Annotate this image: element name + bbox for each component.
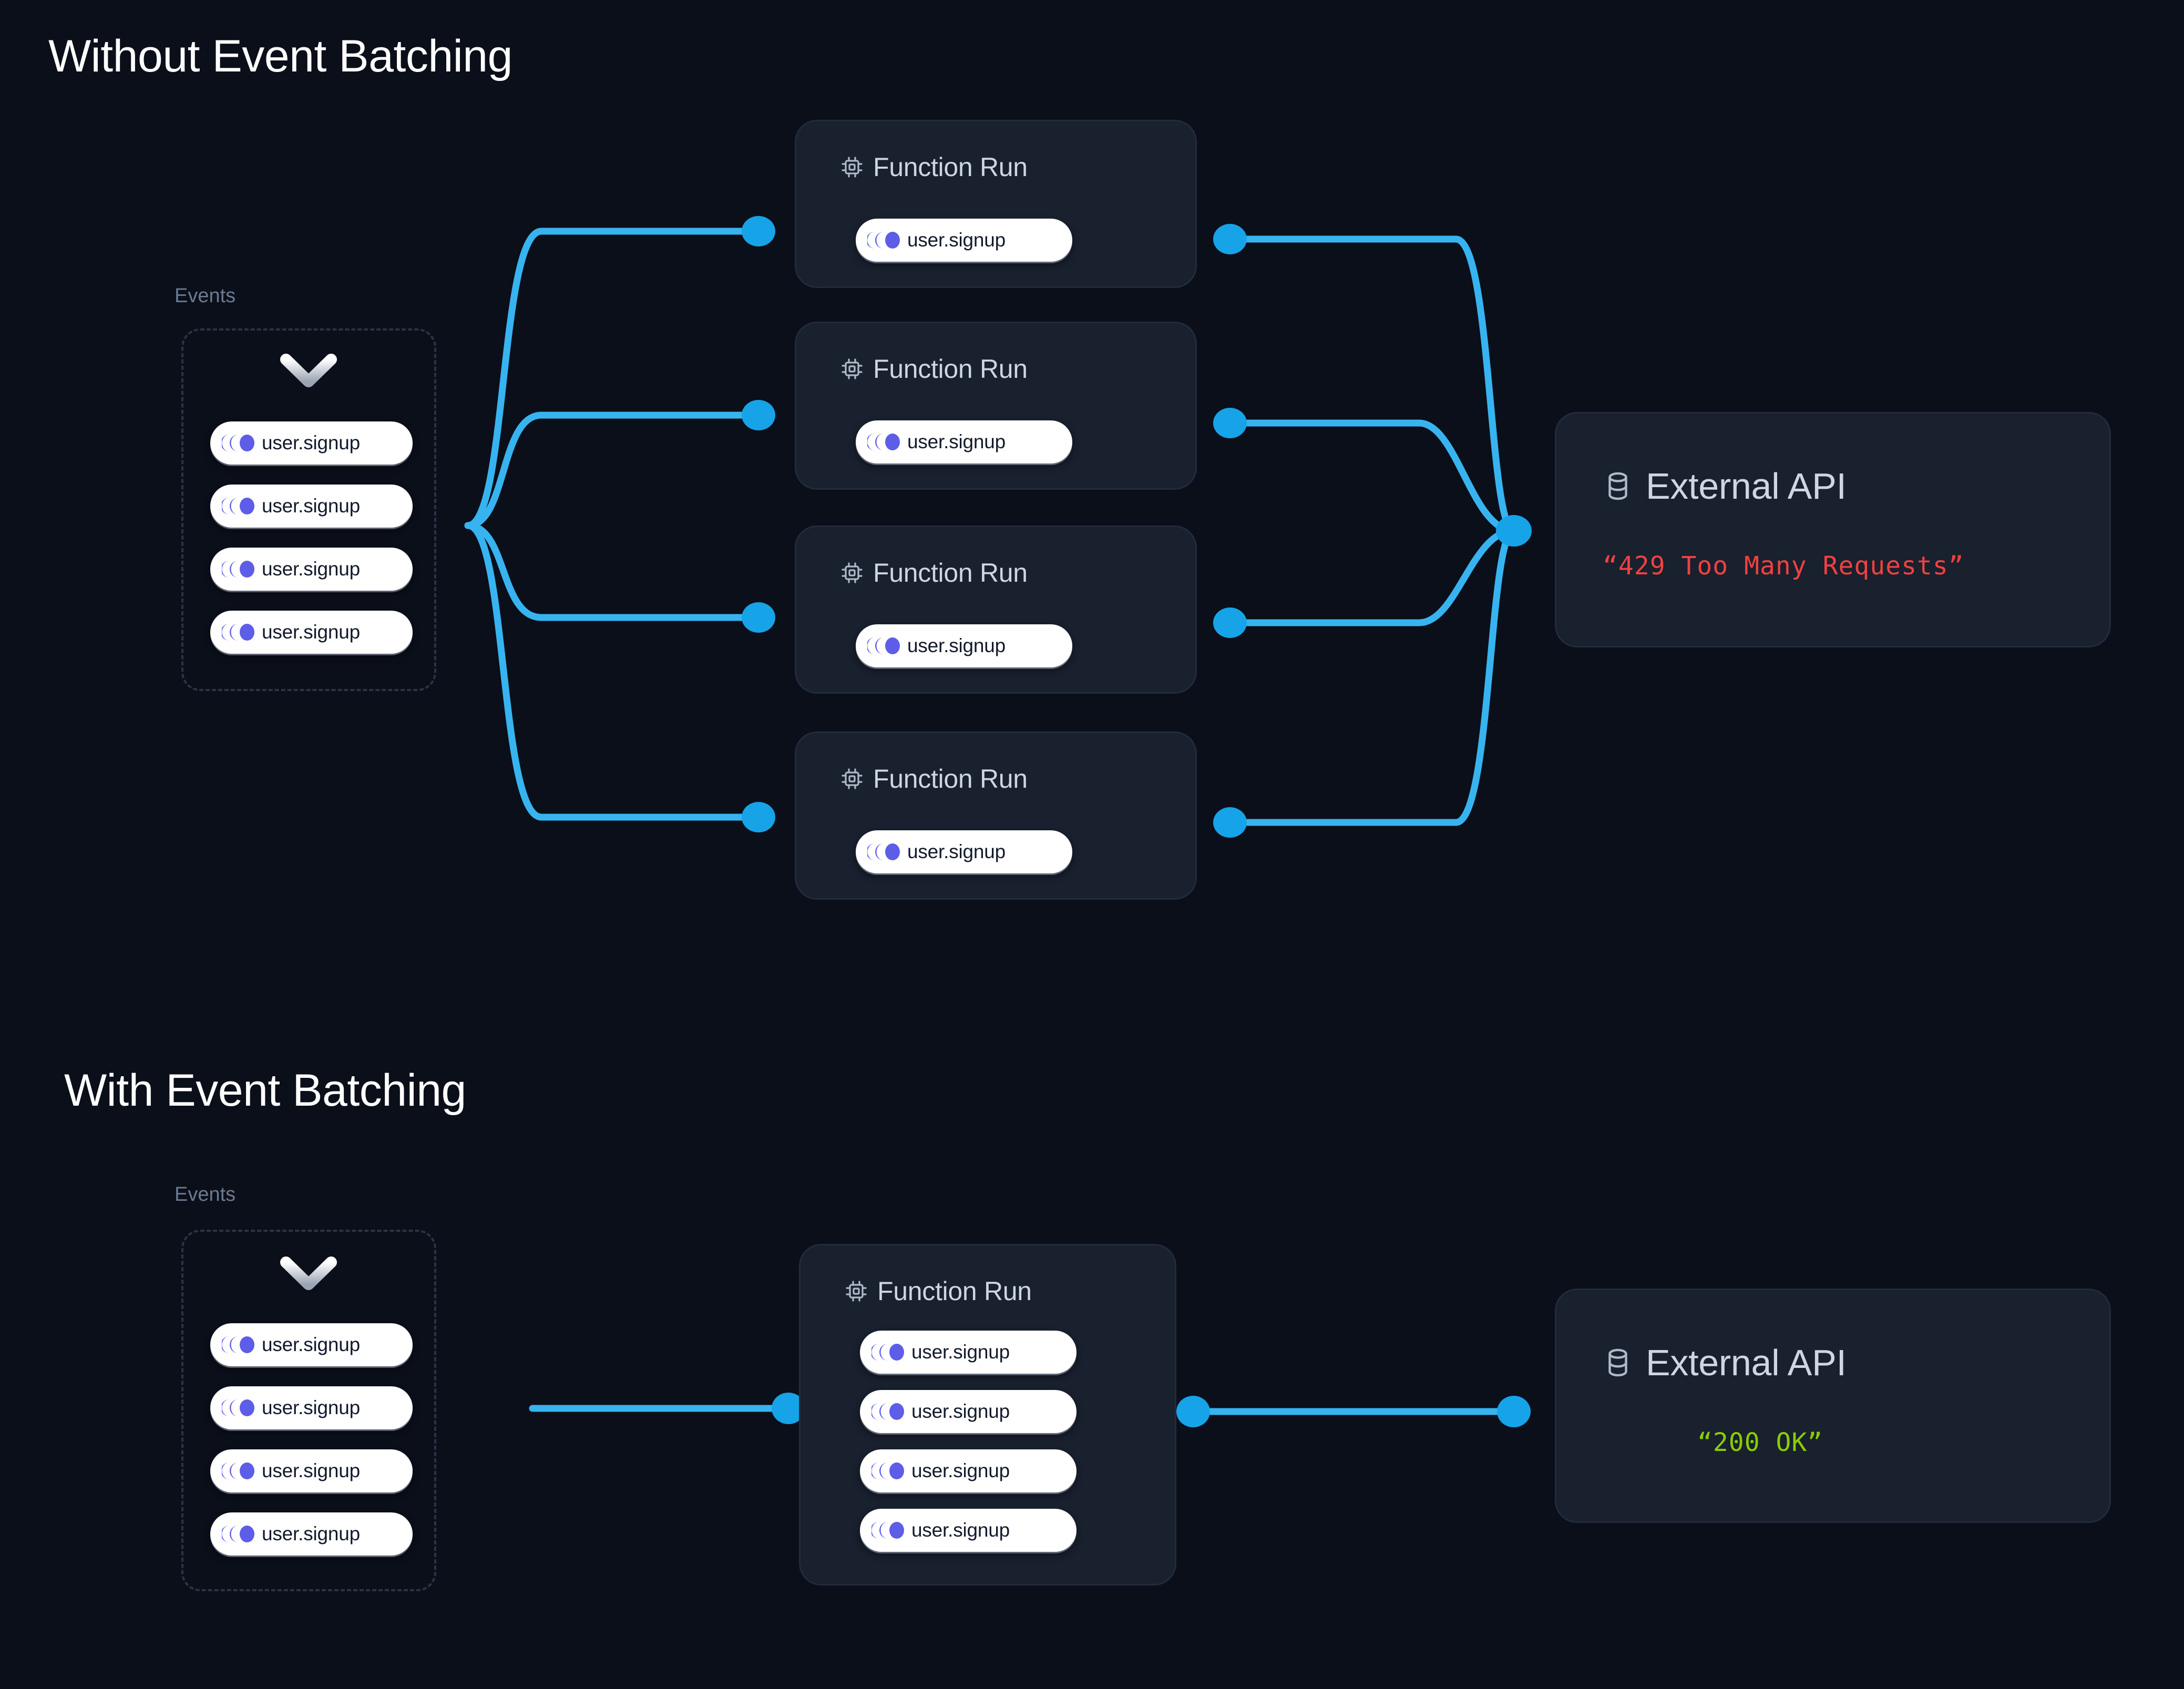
function-run-card[interactable]: Function Run user.signup [795,322,1197,490]
event-pill[interactable]: user.signup [856,219,1072,262]
event-pulse-icon [867,637,900,654]
event-pill-label: user.signup [262,558,361,580]
event-pill-label: user.signup [262,621,361,643]
event-pill[interactable]: user.signup [856,830,1072,873]
event-pill-label: user.signup [262,1334,361,1355]
section-title-with-batching: With Event Batching [64,1065,466,1116]
event-pill-label: user.signup [262,495,361,517]
event-pill-label: user.signup [911,1460,1010,1481]
external-api-card[interactable]: External API “429 Too Many Requests” [1555,412,2111,647]
event-pill[interactable]: user.signup [860,1331,1076,1374]
events-label: Events [175,1183,236,1206]
api-status-message: “429 Too Many Requests” [1603,551,1964,581]
event-pill[interactable]: user.signup [856,420,1072,464]
event-pulse-icon [222,1399,254,1416]
chevron-down-icon [280,1257,337,1290]
cpu-chip-icon [842,157,863,178]
database-icon [1608,472,1627,500]
event-pulse-icon [222,1463,254,1479]
function-run-title: Function Run [873,764,1028,794]
event-pill[interactable]: user.signup [210,1449,413,1492]
function-run-header: Function Run [844,1276,1032,1306]
function-run-card[interactable]: Function Run user.signup [795,120,1197,288]
event-pulse-icon [871,1522,904,1539]
event-pill[interactable]: user.signup [210,1323,413,1366]
function-run-header: Function Run [839,764,1028,794]
event-pulse-icon [222,1336,254,1353]
function-run-card[interactable]: Function Run user.signup [795,526,1197,694]
event-pill-label: user.signup [262,432,361,454]
event-pulse-icon [222,624,254,641]
event-pulse-icon [222,561,254,578]
event-pulse-icon [222,1526,254,1542]
event-pill[interactable]: user.signup [210,1386,413,1429]
event-pill-label: user.signup [907,431,1006,452]
cpu-chip-icon [842,562,863,583]
function-run-header: Function Run [839,152,1028,182]
event-pulse-icon [867,434,900,450]
api-status-message: “200 OK” [1697,1428,1823,1457]
event-pill[interactable]: user.signup [210,421,413,465]
cpu-chip-icon [842,358,863,379]
function-run-card[interactable]: Function Run user.signup user.signup [799,1244,1176,1585]
event-pill-label: user.signup [262,1523,361,1544]
event-pill[interactable]: user.signup [860,1509,1076,1552]
event-pill[interactable]: user.signup [210,1512,413,1556]
function-run-header: Function Run [839,354,1028,384]
function-run-card[interactable]: Function Run user.signup [795,732,1197,900]
event-pulse-icon [871,1463,904,1479]
event-pulse-icon [867,843,900,860]
event-pulse-icon [222,435,254,451]
event-pill-label: user.signup [911,1519,1010,1541]
external-api-card[interactable]: External API “200 OK” [1555,1289,2111,1523]
function-run-title: Function Run [873,152,1028,182]
event-pill[interactable]: user.signup [860,1449,1076,1492]
function-run-title: Function Run [873,558,1028,588]
event-pill-label: user.signup [262,1460,361,1481]
event-pill-label: user.signup [911,1400,1010,1422]
event-pill[interactable]: user.signup [210,485,413,528]
event-pill-label: user.signup [907,841,1006,862]
external-api-header: External API [1602,1342,1847,1384]
external-api-header: External API [1602,465,1847,507]
external-api-title: External API [1646,466,1847,507]
event-pill-label: user.signup [907,229,1006,251]
event-pill[interactable]: user.signup [210,611,413,654]
events-label: Events [175,285,236,307]
section-title-without-batching: Without Event Batching [48,31,512,81]
chevron-down-icon [280,354,337,387]
function-run-title: Function Run [877,1276,1032,1306]
event-pill-label: user.signup [911,1341,1010,1363]
event-pill[interactable]: user.signup [856,624,1072,667]
function-run-header: Function Run [839,558,1028,588]
cpu-chip-icon [846,1281,867,1302]
event-pill-label: user.signup [907,635,1006,656]
database-icon [1608,1348,1627,1377]
event-pulse-icon [871,1344,904,1361]
function-run-title: Function Run [873,354,1028,384]
event-pulse-icon [871,1403,904,1420]
event-pill[interactable]: user.signup [210,548,413,591]
event-pulse-icon [222,498,254,514]
event-pulse-icon [867,232,900,249]
event-pill[interactable]: user.signup [860,1390,1076,1433]
event-pill-label: user.signup [262,1397,361,1418]
cpu-chip-icon [842,768,863,789]
external-api-title: External API [1646,1342,1847,1383]
events-dashed-container [181,328,436,691]
events-dashed-container [181,1230,436,1591]
